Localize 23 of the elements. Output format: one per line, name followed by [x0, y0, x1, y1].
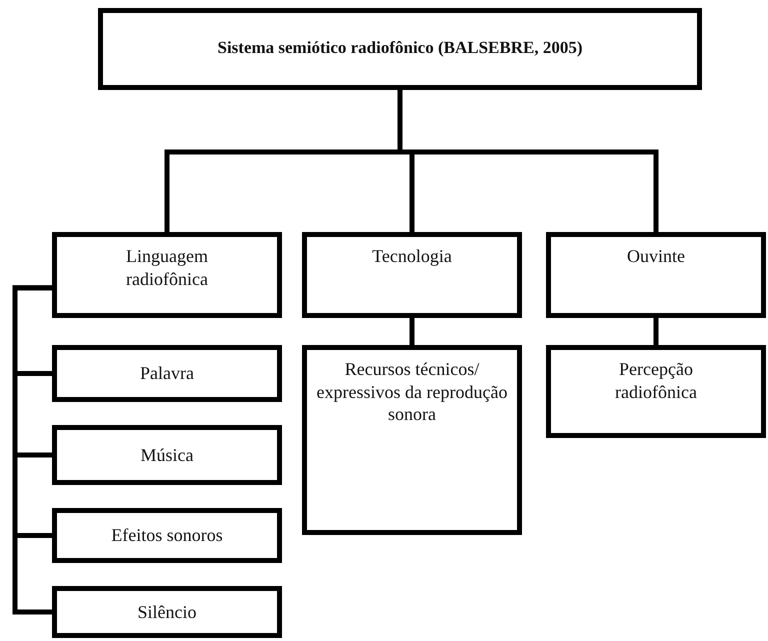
box-label: Percepção radiofônica [614, 358, 698, 403]
connector-line [654, 318, 658, 345]
box-label: Tecnologia [372, 245, 452, 268]
box-label: Sistema semiótico radiofônico (BALSEBRE, 2005) [217, 37, 583, 58]
connector-line [410, 318, 414, 345]
text-box [302, 345, 522, 535]
text-box [52, 425, 282, 485]
text-box [546, 345, 766, 438]
text-box [52, 508, 282, 563]
box-label: Ouvinte [627, 245, 685, 268]
box-label: Palavra [140, 362, 194, 385]
box-label: Linguagem radiofônica [125, 245, 209, 290]
box-label: Música [140, 444, 194, 466]
text-box [546, 232, 766, 318]
text-box [98, 8, 702, 90]
text-box [52, 345, 282, 402]
text-box [302, 232, 522, 318]
connector-line [12, 285, 52, 614]
box-label: Efeitos sonoros [111, 524, 223, 547]
text-box [52, 586, 282, 638]
box-label: Silêncio [138, 600, 196, 624]
box-label: Recursos técnicos/ expressivos da reprodução sonora [316, 358, 508, 426]
text-box [52, 232, 282, 318]
